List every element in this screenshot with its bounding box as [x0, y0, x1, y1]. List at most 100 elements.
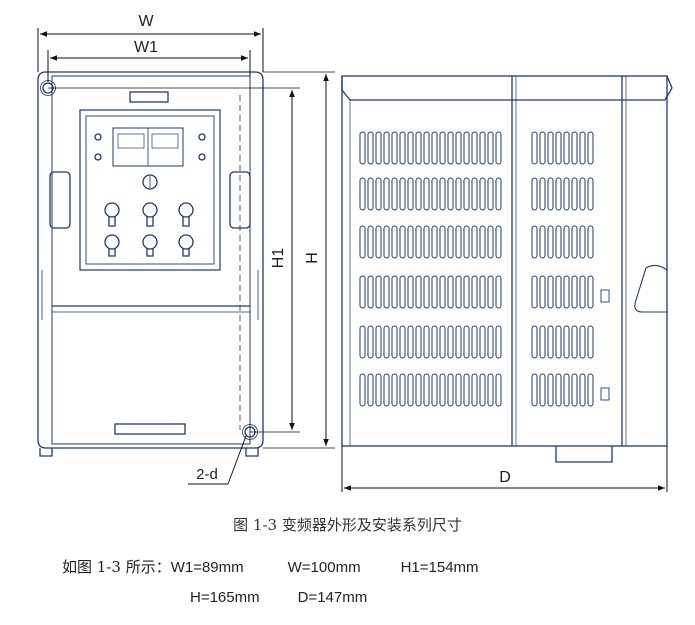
vent-slot	[367, 373, 374, 407]
vent-slot	[463, 325, 470, 359]
vent-slot	[547, 373, 554, 407]
vent-slot	[391, 225, 398, 259]
vent-slot	[479, 373, 486, 407]
spec-h: H=165mm	[190, 589, 260, 606]
vent-slot	[555, 177, 562, 211]
vent-slot	[391, 275, 398, 309]
vent-slot	[423, 177, 430, 211]
vent-slot	[431, 225, 438, 259]
vent-slots-middle	[531, 131, 594, 407]
label-h: H	[304, 252, 321, 264]
label-hole-diameter: 2-d	[196, 466, 218, 483]
front-view	[37, 71, 264, 457]
vent-slot	[407, 373, 414, 407]
vent-slot	[539, 275, 546, 309]
vent-slot	[487, 225, 494, 259]
vent-slot	[571, 373, 578, 407]
vent-slot	[399, 325, 406, 359]
vent-slot	[455, 225, 462, 259]
vent-slot	[495, 275, 502, 309]
vent-slot	[423, 275, 430, 309]
vent-slot	[579, 225, 586, 259]
vent-slot	[383, 325, 390, 359]
vent-slot	[375, 275, 382, 309]
vent-slot	[407, 275, 414, 309]
spec-h1: H1=154mm	[400, 559, 479, 576]
vent-slot	[359, 177, 366, 211]
vent-slot	[407, 177, 414, 211]
vent-slot	[587, 325, 594, 359]
vent-slot	[367, 325, 374, 359]
vent-slot	[539, 177, 546, 211]
vent-slot	[547, 131, 554, 165]
vent-slot	[487, 177, 494, 211]
vent-slot	[383, 131, 390, 165]
vent-slot	[563, 131, 570, 165]
vent-slot	[579, 325, 586, 359]
vent-slot	[399, 177, 406, 211]
vent-slot	[571, 131, 578, 165]
vent-slots-left	[359, 131, 502, 407]
vent-slot	[563, 225, 570, 259]
vent-slot	[487, 373, 494, 407]
vent-slot	[531, 225, 538, 259]
vent-slot	[415, 325, 422, 359]
vent-slot	[531, 131, 538, 165]
vent-slot	[471, 325, 478, 359]
vent-slot	[471, 275, 478, 309]
vent-slot	[383, 275, 390, 309]
vent-slot	[495, 177, 502, 211]
vent-slot	[439, 225, 446, 259]
vent-slot	[495, 225, 502, 259]
vent-slot	[471, 131, 478, 165]
vent-slot	[383, 177, 390, 211]
vent-slot	[367, 275, 374, 309]
vent-slot	[455, 177, 462, 211]
vent-slot	[463, 275, 470, 309]
vent-slot	[439, 325, 446, 359]
vent-slot	[399, 275, 406, 309]
vent-slot	[431, 131, 438, 165]
vent-slot	[447, 275, 454, 309]
vent-slot	[423, 325, 430, 359]
vent-slot	[439, 373, 446, 407]
label-w1: W1	[134, 39, 158, 56]
vent-slot	[479, 177, 486, 211]
vent-slot	[391, 325, 398, 359]
vent-slot	[487, 131, 494, 165]
vent-slot	[495, 373, 502, 407]
vent-slot	[367, 177, 374, 211]
vent-slot	[415, 131, 422, 165]
spec-intro: 如图 1-3 所示：	[62, 558, 171, 576]
vent-slot	[439, 275, 446, 309]
vent-slot	[399, 373, 406, 407]
vent-slot	[359, 131, 366, 165]
vent-slot	[439, 131, 446, 165]
vent-slot	[463, 177, 470, 211]
vent-slot	[399, 131, 406, 165]
vent-slot	[487, 275, 494, 309]
dimension-lines	[37, 28, 668, 492]
vent-slot	[391, 177, 398, 211]
vent-slot	[539, 373, 546, 407]
vent-slot	[375, 131, 382, 165]
vent-slot	[359, 325, 366, 359]
vent-slot	[407, 131, 414, 165]
side-view	[341, 75, 673, 463]
vent-slot	[571, 275, 578, 309]
label-d: D	[499, 469, 511, 486]
vent-slot	[563, 373, 570, 407]
vent-slot	[463, 225, 470, 259]
vent-slot	[471, 225, 478, 259]
vent-slot	[587, 275, 594, 309]
vent-slot	[359, 373, 366, 407]
vent-slot	[447, 325, 454, 359]
vent-slot	[479, 275, 486, 309]
vent-slot	[375, 373, 382, 407]
vent-slot	[391, 373, 398, 407]
vent-slot	[579, 131, 586, 165]
vent-slot	[367, 225, 374, 259]
vent-slot	[547, 275, 554, 309]
vent-slot	[531, 373, 538, 407]
